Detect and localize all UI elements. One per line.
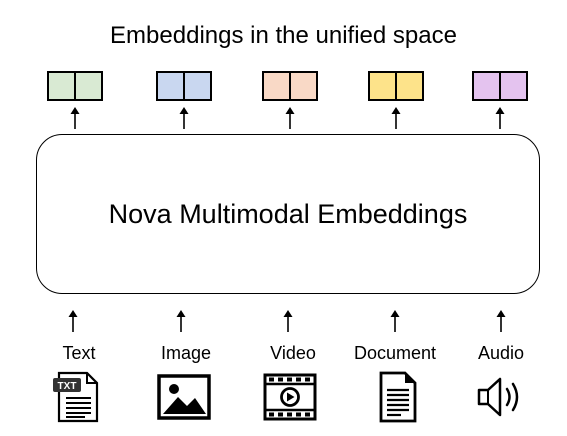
embedding-cell (264, 73, 289, 99)
video-icon (263, 373, 317, 421)
modality-label-text: Text (62, 343, 96, 363)
embedding-image (156, 71, 212, 101)
embedding-cell (499, 73, 526, 99)
embedding-cell (370, 73, 395, 99)
diagram-title: Embeddings in the unified space (110, 22, 457, 49)
embedding-cell (474, 73, 499, 99)
model-label: Nova Multimodal Embeddings (108, 198, 468, 229)
up-arrow-icon (70, 107, 80, 129)
embedding-cell (158, 73, 183, 99)
embedding-cell (183, 73, 210, 99)
modality-label-document: Document (353, 343, 437, 363)
up-arrow-icon (390, 310, 400, 332)
embedding-audio (472, 71, 528, 101)
embedding-cell (49, 73, 74, 99)
embedding-cell (74, 73, 101, 99)
embedding-cell (289, 73, 316, 99)
up-arrow-icon (179, 107, 189, 129)
up-arrow-icon (68, 310, 78, 332)
txt-badge-label: TXT (58, 381, 77, 392)
up-arrow-icon (495, 107, 505, 129)
modality-label-image: Image (160, 343, 212, 363)
up-arrow-icon (391, 107, 401, 129)
document-icon (379, 371, 417, 423)
txt-file-icon: TXT (53, 371, 99, 423)
embedding-video (262, 71, 318, 101)
model-box: Nova Multimodal Embeddings (36, 134, 540, 294)
embedding-document (368, 71, 424, 101)
embedding-cell (395, 73, 422, 99)
modality-label-video: Video (270, 343, 316, 363)
up-arrow-icon (496, 310, 506, 332)
up-arrow-icon (285, 107, 295, 129)
image-icon (157, 374, 211, 420)
up-arrow-icon (176, 310, 186, 332)
speaker-icon (477, 377, 519, 417)
modality-label-audio: Audio (477, 343, 525, 363)
up-arrow-icon (283, 310, 293, 332)
embedding-text (47, 71, 103, 101)
